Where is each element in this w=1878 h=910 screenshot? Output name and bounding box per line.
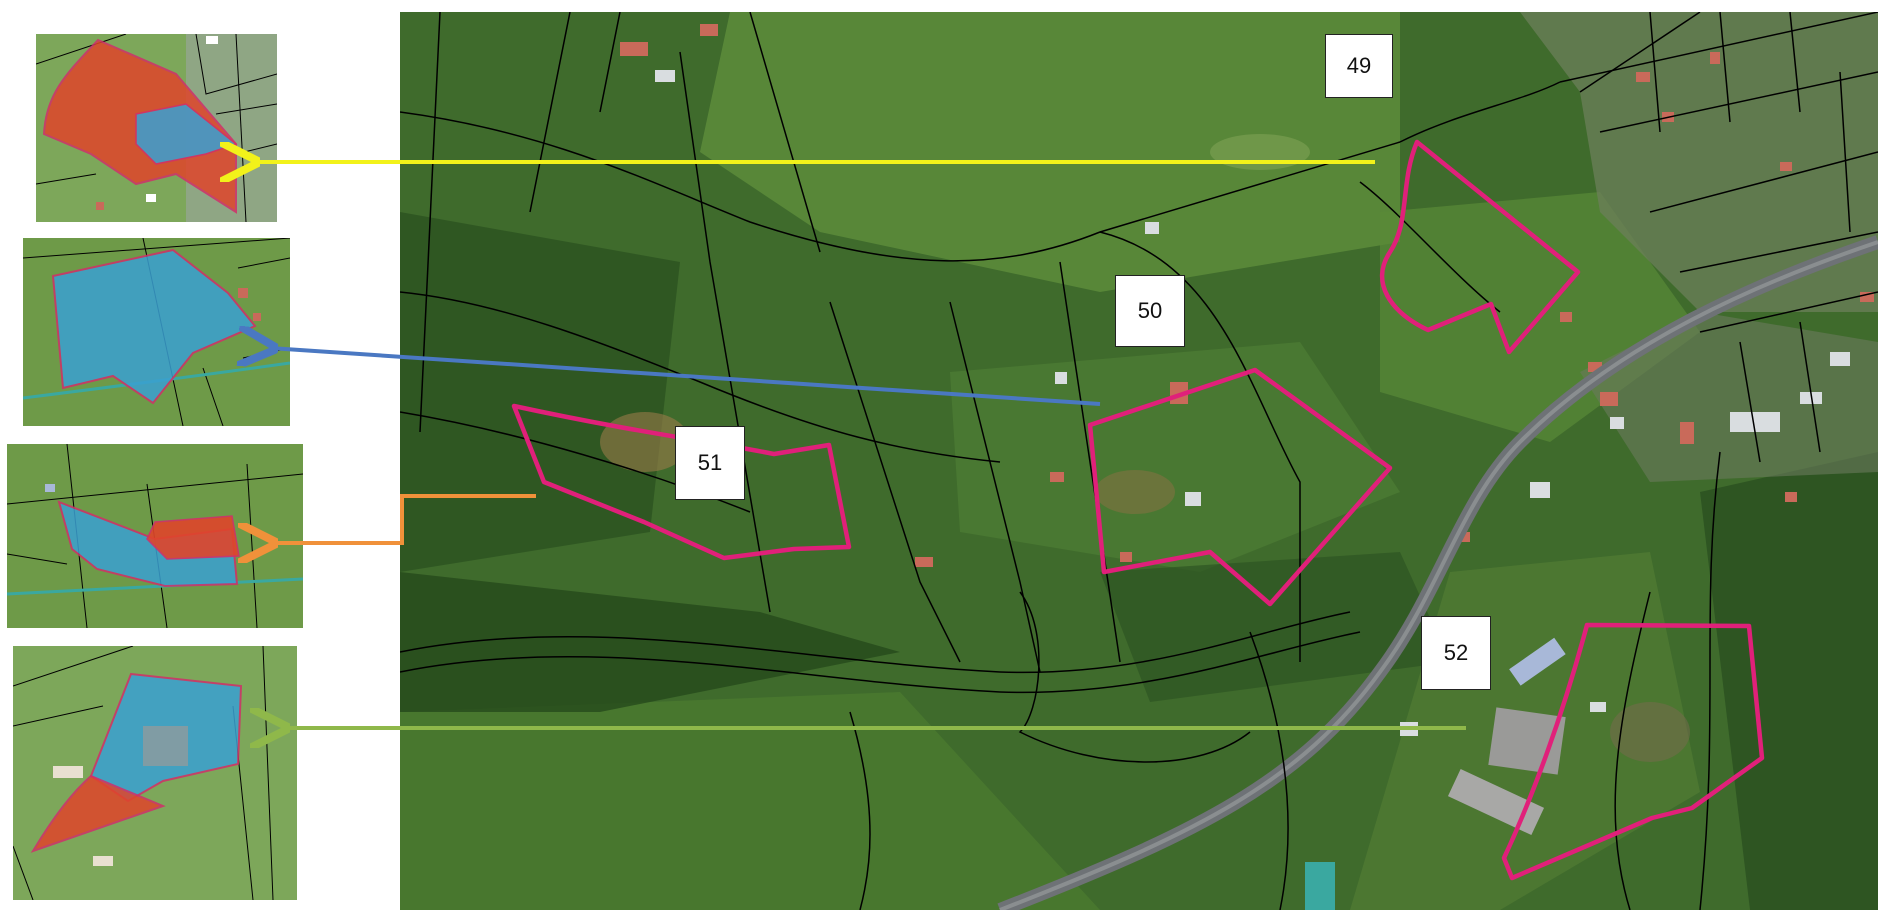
inset-map-52-image bbox=[13, 646, 297, 900]
satellite-map-image bbox=[400, 12, 1878, 910]
inset-map-parcel-52 bbox=[13, 646, 297, 900]
parcel-label-51: 51 bbox=[675, 426, 745, 500]
satellite-map bbox=[400, 12, 1878, 910]
inset-map-51-image bbox=[7, 444, 303, 628]
inset-map-50-image bbox=[23, 238, 290, 426]
inset-map-parcel-49 bbox=[36, 34, 277, 222]
parcel-label-50: 50 bbox=[1115, 275, 1185, 347]
parcel-label-49: 49 bbox=[1325, 34, 1393, 98]
parcel-label-52: 52 bbox=[1421, 616, 1491, 690]
inset-map-parcel-50 bbox=[23, 238, 290, 426]
inset-map-49-image bbox=[36, 34, 277, 222]
inset-map-parcel-51 bbox=[7, 444, 303, 628]
